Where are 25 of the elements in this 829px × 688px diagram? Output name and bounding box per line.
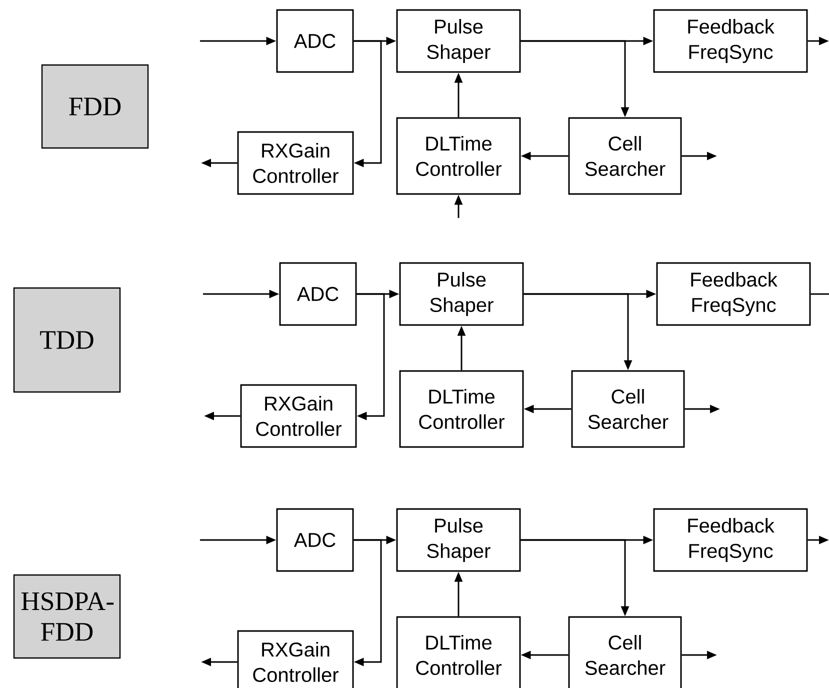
block-box: Cell Searcher [571,370,685,448]
block-box: RXGain Controller [240,384,357,448]
block-box: ADC [279,262,357,326]
arrow [356,293,385,420]
block-box: DLTime Controller [396,117,521,195]
mode-box: TDD [13,287,121,393]
block-box: DLTime Controller [396,616,521,688]
block-box: Pulse Shaper [399,262,524,326]
arrow [354,40,382,168]
block-box: RXGain Controller [237,131,354,195]
block-box: ADC [276,9,354,73]
block-box: DLTime Controller [399,370,524,448]
block-box: Feedback FreqSync [656,262,811,326]
block-box: Feedback FreqSync [653,508,808,572]
block-box: Pulse Shaper [396,9,521,73]
block-box: Cell Searcher [568,117,682,195]
line [810,293,829,295]
arrow [354,539,382,666]
block-box: Cell Searcher [568,616,682,688]
block-box: ADC [276,508,354,572]
block-box: Pulse Shaper [396,508,521,572]
mode-box: HSDPA-FDD [13,574,121,659]
block-box: RXGain Controller [237,630,354,688]
mode-box: FDD [41,64,149,149]
block-box: Feedback FreqSync [653,9,808,73]
